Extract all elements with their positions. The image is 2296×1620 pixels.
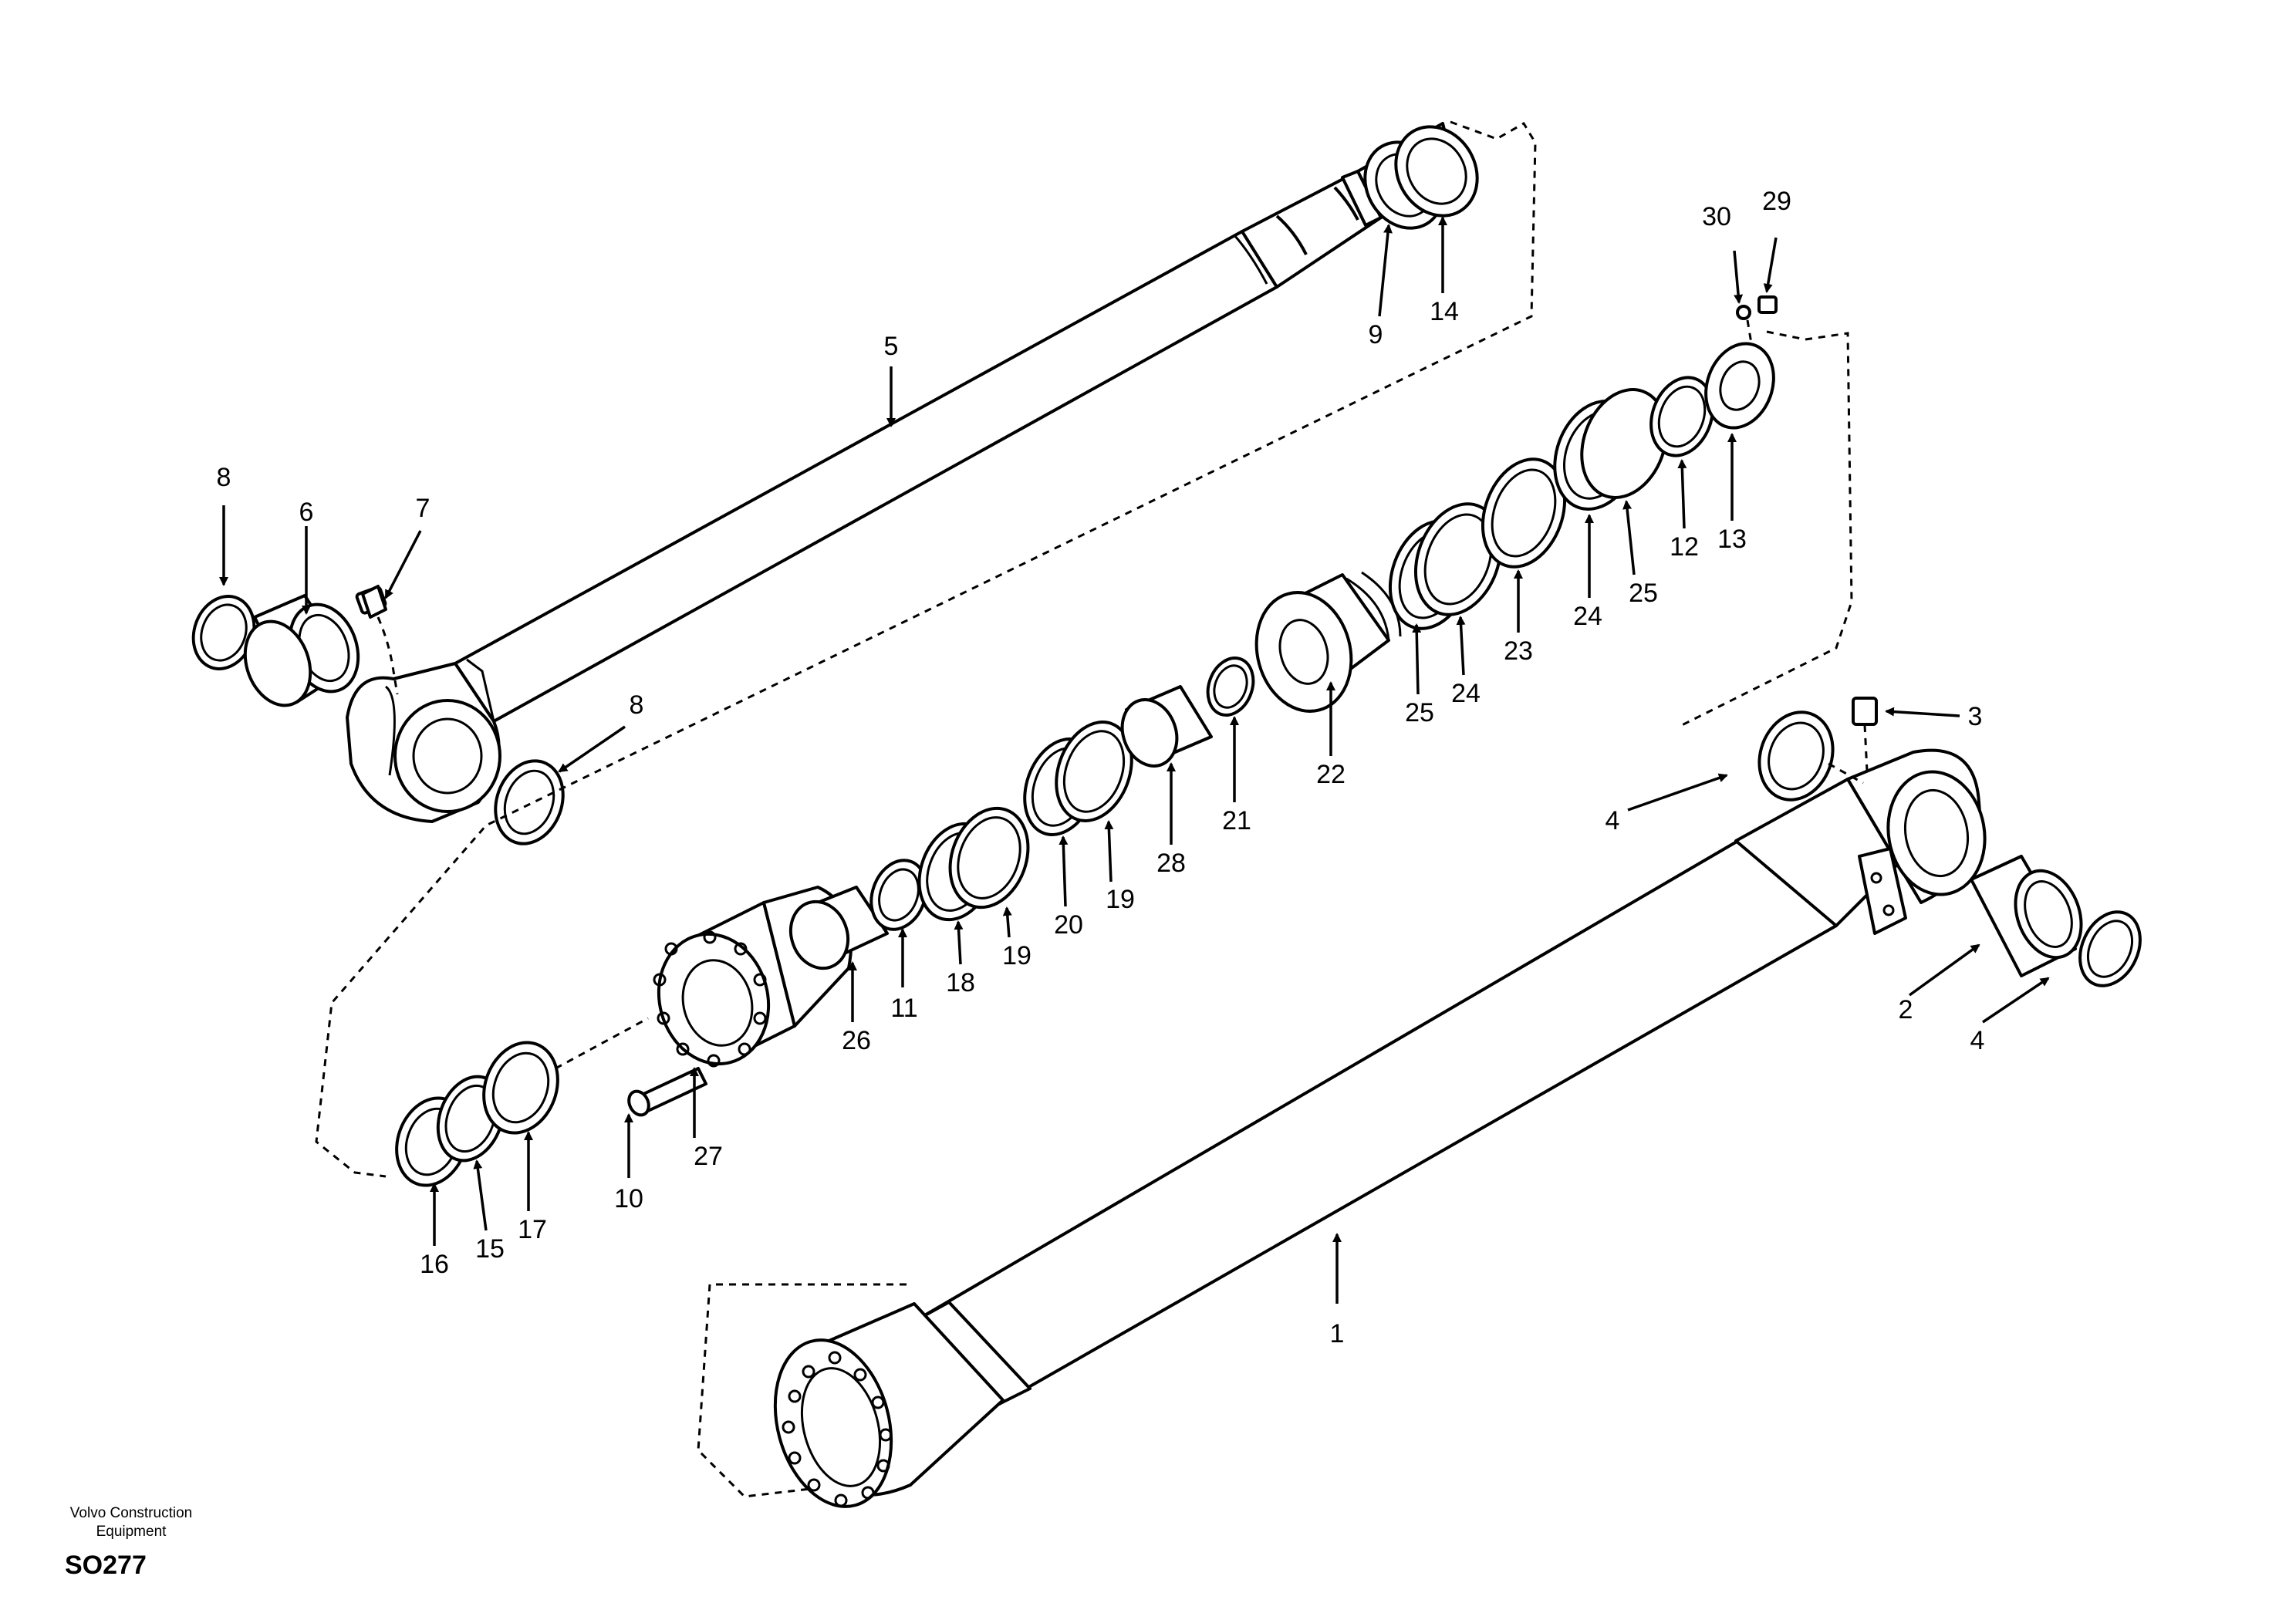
part-label-24-a: 24 — [1451, 679, 1481, 708]
part-label-27: 27 — [694, 1142, 723, 1171]
part-label-14: 14 — [1430, 297, 1459, 326]
part-label-1: 1 — [1330, 1319, 1345, 1348]
part-label-18: 18 — [946, 968, 975, 997]
rod-top-seals — [315, 120, 1537, 1178]
brand-line-1: Volvo Construction — [69, 1505, 193, 1521]
leader-lines — [219, 216, 2050, 1304]
part-label-15: 15 — [475, 1234, 505, 1264]
part-label-24-b: 24 — [1573, 602, 1602, 631]
part-label-17: 17 — [518, 1215, 547, 1244]
part-label-6: 6 — [299, 498, 314, 527]
part-label-16: 16 — [420, 1250, 449, 1279]
part-label-20: 20 — [1054, 910, 1083, 940]
part-label-19-b: 19 — [1106, 885, 1135, 914]
part-label-29: 29 — [1762, 187, 1791, 216]
cylinder-tube-drawing — [697, 748, 1987, 1508]
brand-line-2: Equipment — [96, 1524, 167, 1540]
diagram-code: SO277 — [65, 1551, 147, 1580]
piston-rod-drawing — [346, 122, 1452, 823]
footer: Volvo Construction Equipment SO277 — [31, 1504, 231, 1581]
part-label-11: 11 — [890, 994, 917, 1023]
part-labels: 1 2 3 4 4 5 6 7 8 8 9 10 11 12 13 14 15 … — [217, 187, 1985, 1348]
part-label-21: 21 — [1222, 806, 1251, 835]
part-label-9: 9 — [1369, 320, 1383, 349]
part-label-13: 13 — [1717, 525, 1747, 554]
part-label-26: 26 — [842, 1026, 871, 1055]
part-label-3: 3 — [1968, 702, 1983, 731]
part-label-22: 22 — [1316, 760, 1346, 789]
part-label-28: 28 — [1156, 849, 1186, 878]
part-label-4-lower: 4 — [1970, 1026, 1985, 1055]
part-label-25-a: 25 — [1405, 698, 1434, 727]
part-label-19-a: 19 — [1002, 941, 1032, 970]
part-label-25-b: 25 — [1629, 579, 1658, 608]
part-label-4-upper: 4 — [1606, 806, 1620, 835]
part-label-5: 5 — [884, 332, 899, 361]
part-label-7: 7 — [416, 494, 430, 523]
part-label-2: 2 — [1899, 995, 1913, 1024]
rod-end-parts — [191, 585, 565, 845]
gland-and-piston-parts — [395, 295, 1853, 1187]
part-label-10: 10 — [614, 1184, 643, 1213]
part-label-12: 12 — [1670, 532, 1699, 562]
part-label-23: 23 — [1504, 636, 1533, 666]
part-label-8-left: 8 — [217, 463, 231, 492]
part-label-8-right: 8 — [630, 690, 644, 720]
head-end-parts — [1757, 697, 2142, 987]
part-label-30: 30 — [1702, 202, 1731, 231]
